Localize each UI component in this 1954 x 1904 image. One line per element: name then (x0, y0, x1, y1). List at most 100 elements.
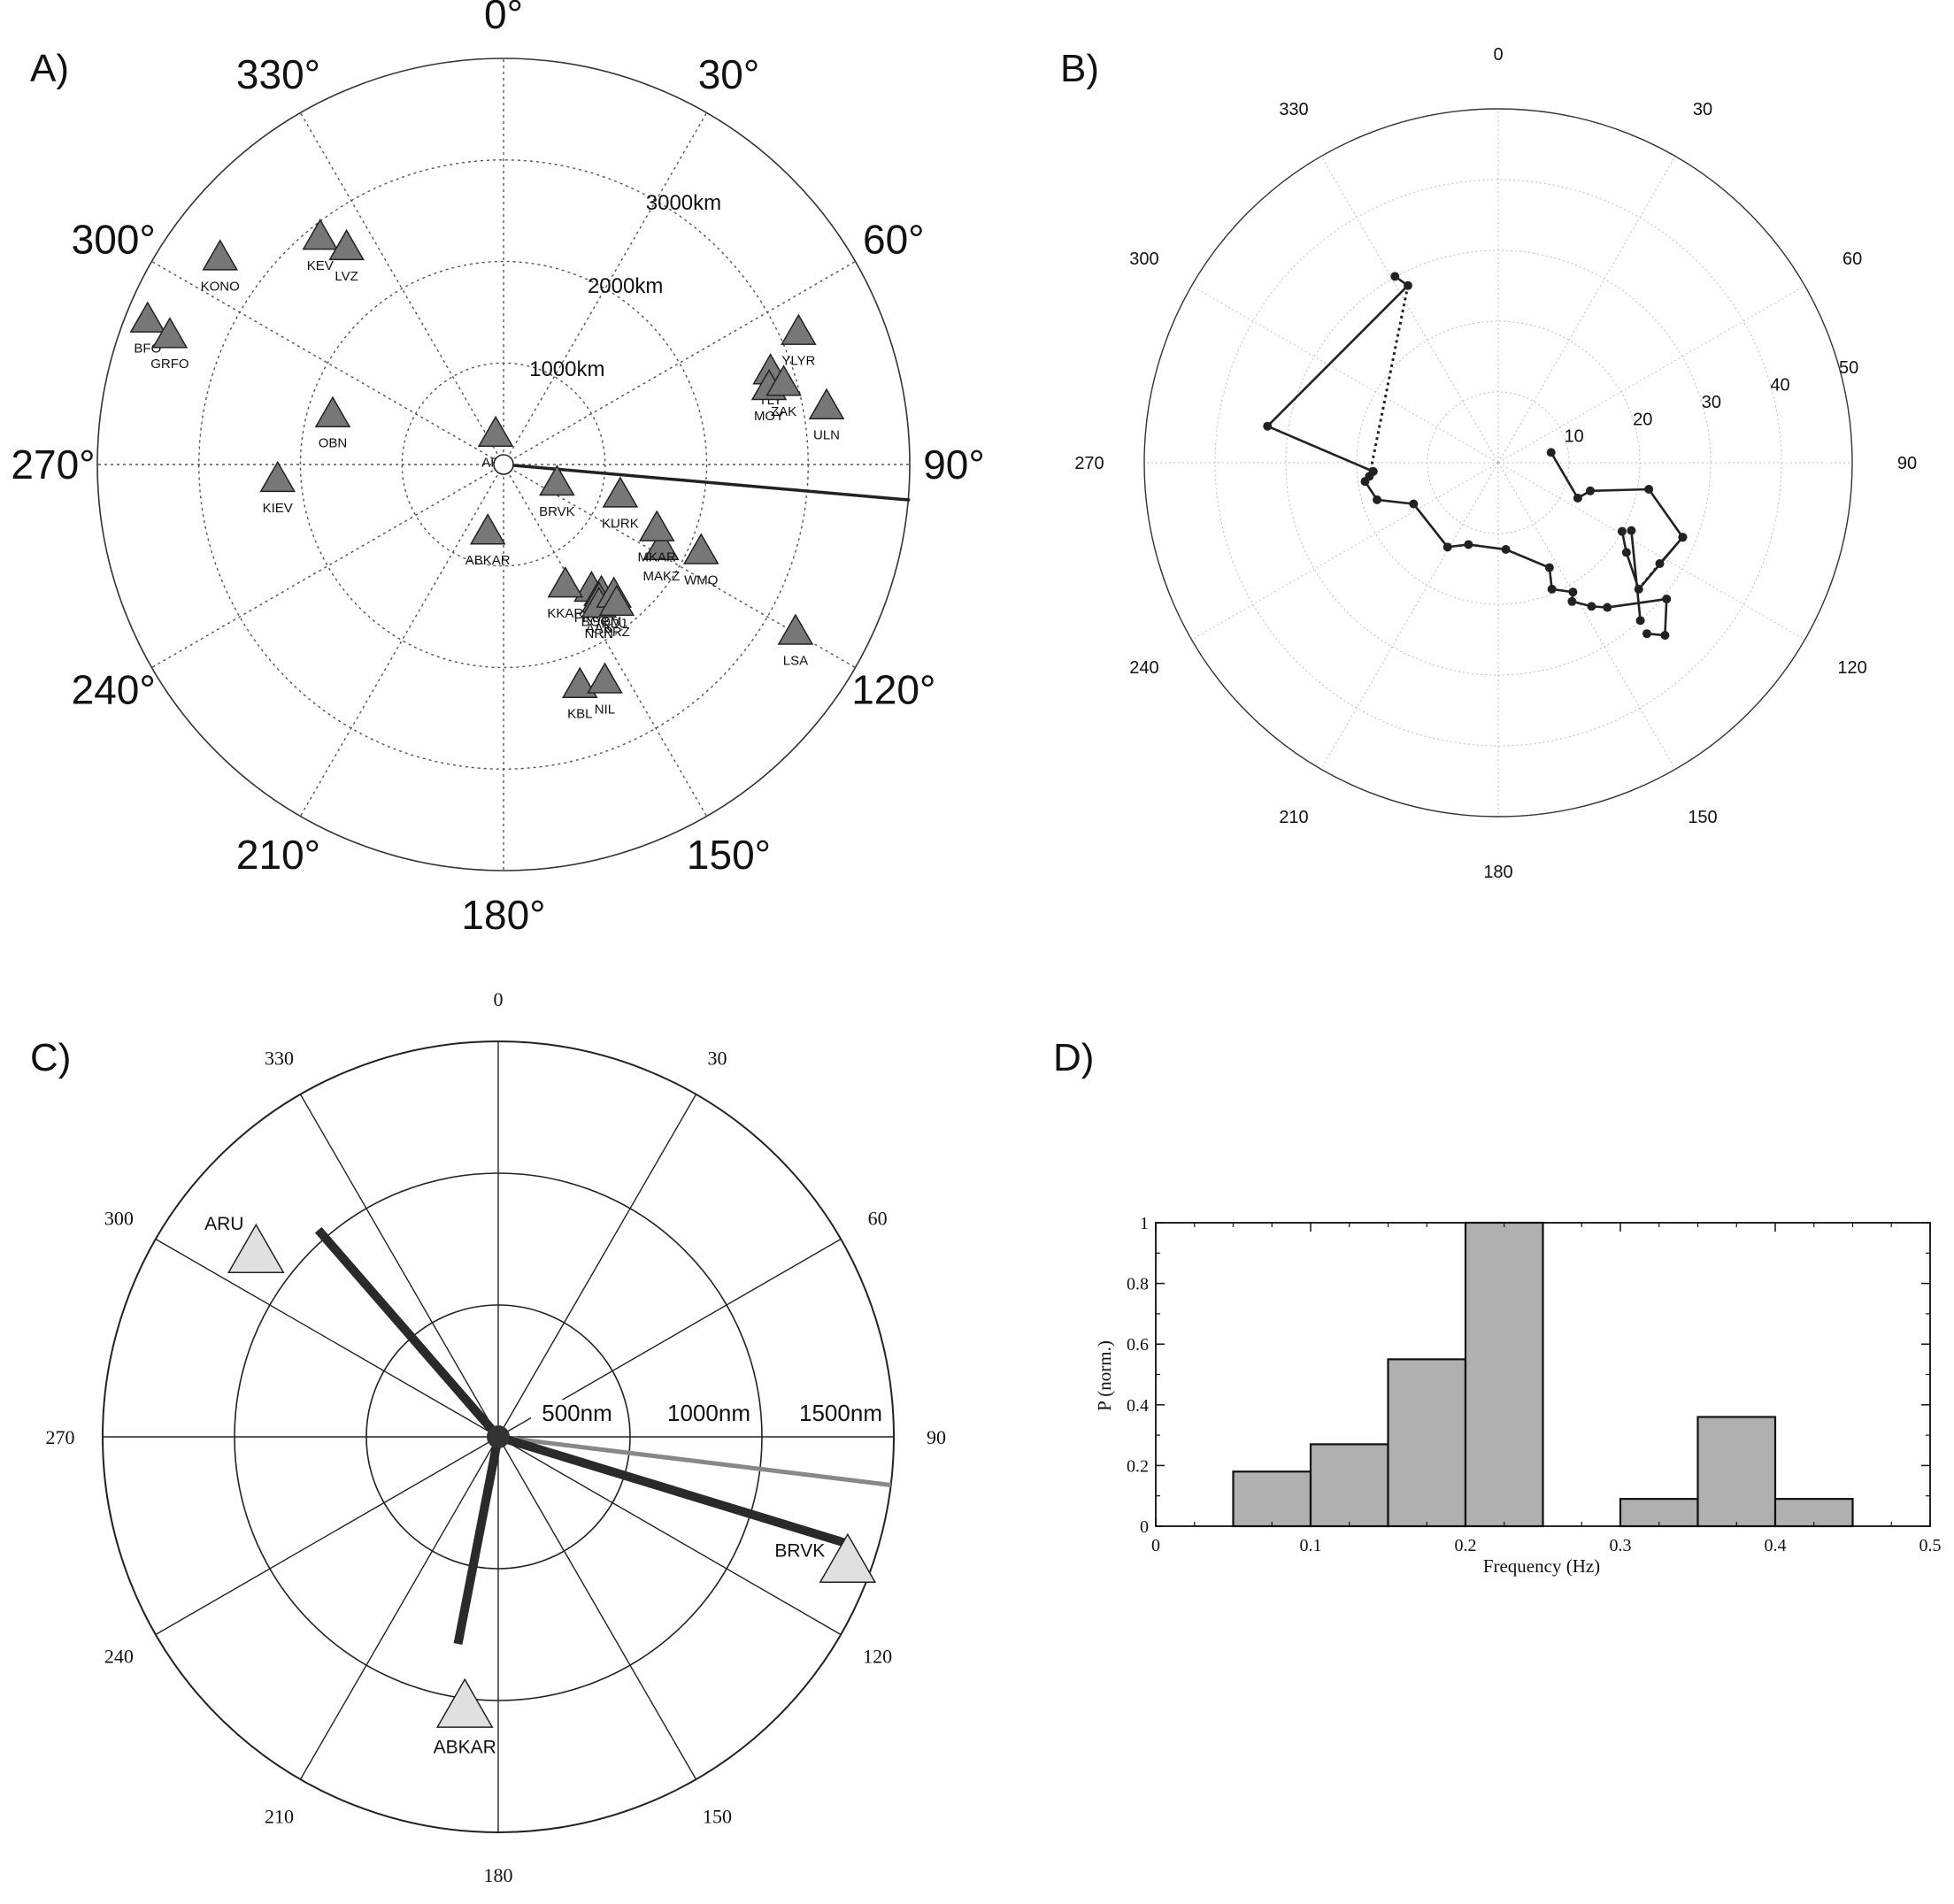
panel-a-angle-label: 150° (687, 832, 771, 878)
panel-c-beams (314, 1226, 891, 1645)
panel-b-point (1617, 526, 1627, 536)
panel-b-dashed-jump (1367, 285, 1410, 477)
panel-b-angle-label: 300 (1129, 250, 1158, 269)
station-label: ABKAR (465, 553, 511, 568)
station-marker (587, 662, 623, 694)
panel-b-trajectory-segment (1630, 530, 1642, 621)
station-marker (547, 566, 584, 598)
x-tick-label: 0.5 (1919, 1536, 1942, 1555)
station-label: YLYR (781, 354, 815, 369)
x-tick-label: 0 (1151, 1536, 1160, 1555)
panel-b-angle-label: 150 (1688, 808, 1717, 827)
panel-c-range-label-bg (663, 1400, 755, 1426)
panel-a-outer-circle (96, 58, 911, 871)
panel-a-spoke (151, 464, 504, 669)
panel-a: A) 0°30°60°90°120°150°180°210°240°270°30… (11, 0, 984, 938)
panel-b-point (1403, 280, 1412, 290)
panel-b-trajectory-segment (1550, 451, 1685, 592)
station-label: KKAR (547, 606, 583, 621)
station-label: PRZ (604, 625, 630, 640)
panel-a-angle-label: 90° (923, 441, 985, 488)
station-marker (302, 219, 339, 250)
panel-a-angle-label: 210° (236, 832, 320, 878)
station-marker (562, 666, 598, 698)
panel-b-point (1621, 548, 1631, 557)
panel-a-angle-label: 30° (698, 51, 760, 97)
station-marker (781, 313, 817, 345)
panel-b-angle-label: 180 (1483, 863, 1512, 882)
station-label: KONO (201, 279, 240, 294)
panel-b-angle-label: 330 (1279, 100, 1308, 119)
station-marker (129, 301, 166, 333)
station-label: LVZ (335, 269, 358, 284)
panel-b-trajectory-segment (1363, 475, 1668, 637)
panel-c-beam (314, 1226, 502, 1440)
panel-a-range-label: 2000km (588, 274, 663, 298)
panel-a-label: A) (30, 47, 69, 90)
panel-b-angle-label: 0 (1493, 45, 1503, 65)
panel-b-point (1627, 526, 1636, 535)
panel-c-backazimuth-line (497, 1434, 891, 1487)
panel-a-angle-label: 240° (72, 667, 156, 713)
station-label: KBL (567, 707, 592, 722)
station-marker (602, 476, 639, 508)
panel-c-angle-label: 240 (104, 1646, 134, 1668)
histogram-bar (1387, 1358, 1467, 1528)
panel-b-spoke (1191, 285, 1499, 464)
histogram-bar (1696, 1416, 1777, 1528)
panel-b-point (1642, 629, 1651, 639)
panel-a-backazimuth-line (503, 463, 911, 502)
x-tick-label: 0.3 (1610, 1536, 1632, 1555)
panel-b-point (1409, 499, 1419, 509)
panel-c-spoke (299, 1094, 499, 1438)
panel-c-angle-label: 180 (484, 1864, 513, 1886)
station-label: BRVK (539, 504, 575, 519)
station-marker (477, 415, 514, 448)
station-label: KDJ (601, 617, 626, 632)
x-tick-label: 0.2 (1455, 1536, 1477, 1555)
panel-d-label: D) (1053, 1036, 1094, 1079)
panel-b-point (1678, 533, 1688, 542)
panel-b-point (1263, 421, 1273, 431)
station-marker (314, 395, 351, 427)
panel-b-angle-label: 210 (1279, 808, 1308, 827)
panel-b-spoke (1320, 156, 1499, 464)
station-marker (227, 1223, 285, 1274)
panel-c-range-label: 1500nm (799, 1400, 882, 1426)
panel-c-spoke (155, 1436, 499, 1636)
panel-b-spoke (1191, 462, 1499, 641)
histogram-bar (1464, 1221, 1544, 1528)
panel-b-spoke (1320, 462, 1499, 770)
station-marker (259, 460, 296, 493)
panel-b-point (1662, 595, 1672, 604)
y-tick-label: 0 (1140, 1517, 1149, 1537)
panel-d-ylabel: P (norm.) (1094, 1340, 1115, 1411)
station-marker (643, 528, 680, 561)
station-label: OBN (319, 436, 348, 451)
panel-c-range-label-bg (531, 1400, 623, 1426)
station-label: BRVK (774, 1541, 825, 1562)
panel-b-point (1544, 563, 1554, 572)
panel-b-radial-label: 10 (1564, 427, 1583, 447)
panel-b-radial-label: 20 (1633, 410, 1652, 429)
y-tick-label: 1 (1140, 1214, 1149, 1233)
panel-b-point (1547, 584, 1557, 594)
panel-a-origin-marker (493, 454, 514, 475)
panel-b-label: B) (1060, 47, 1099, 90)
panel-c-angle-label: 90 (927, 1426, 946, 1448)
station-marker (469, 513, 506, 545)
panel-b-point (1546, 448, 1556, 457)
panel-a-angle-label: 0° (484, 0, 523, 37)
panel-b-point (1373, 495, 1382, 504)
histogram-bar (1309, 1443, 1389, 1528)
panel-c-beam (453, 1436, 503, 1645)
panel-c-spoke (299, 1436, 499, 1780)
station-marker (777, 613, 814, 645)
station-label: NRN (585, 626, 614, 641)
panel-b-trajectory (1263, 272, 1688, 641)
panel-a-angle-label: 180° (461, 892, 545, 938)
panel-c-polar-grid (102, 1040, 895, 1833)
panel-b-angle-label: 240 (1129, 658, 1158, 678)
